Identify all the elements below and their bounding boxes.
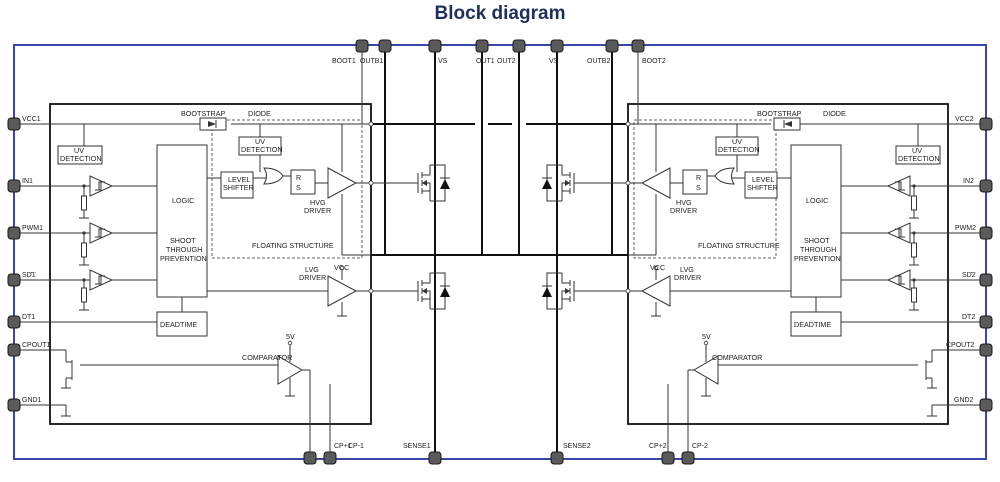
comparator-label-left: COMPARATOR xyxy=(242,353,292,362)
floating-structure-label-right: FLOATING STRUCTURE xyxy=(698,241,780,250)
pin-label-sd2: SD2 xyxy=(962,272,976,279)
pin-label-cp-plus2: CP+2 xyxy=(649,443,667,450)
right-low-side-mosfet xyxy=(541,272,593,310)
left-high-side-mosfet xyxy=(399,164,451,202)
prevention-label-right: PREVENTION xyxy=(794,254,841,263)
left-pin-labels: VCC1 IN1 PWM1 SD1 DT1 CPOUT1 GND1 xyxy=(22,116,51,404)
package-frame xyxy=(13,44,987,460)
r-label-left: R xyxy=(296,173,301,182)
pin-label-outb1: OUTB1 xyxy=(360,58,383,65)
prevention-label-left: PREVENTION xyxy=(160,254,207,263)
pin-label-dt2: DT2 xyxy=(962,314,975,321)
pin-label-cp-plus1: CP+1 xyxy=(334,443,352,450)
detection-float-label-right: DETECTION xyxy=(718,145,760,154)
five-v-label-left: 5V xyxy=(286,332,295,341)
right-high-side-mosfet xyxy=(541,164,593,202)
pin-label-cp-minus2: CP-2 xyxy=(692,443,708,450)
shoot-label-left: SHOOT xyxy=(170,236,196,245)
pin-label-cpout1: CPOUT1 xyxy=(22,342,51,349)
comparator-label-right: COMPARATOR xyxy=(712,353,762,362)
pin-label-pwm1: PWM1 xyxy=(22,225,43,232)
pin-label-dt1: DT1 xyxy=(22,314,35,321)
left-floating-structure xyxy=(211,119,363,259)
pin-label-vs-left: VS xyxy=(438,58,448,65)
pin-label-out1: OUT1 xyxy=(476,58,495,65)
s-label-left: S xyxy=(296,183,301,192)
pin-label-cpout2: CPOUT2 xyxy=(946,342,975,349)
deadtime-label-right: DEADTIME xyxy=(794,320,831,329)
s-label-right: S xyxy=(696,183,701,192)
lvg-label-right: LVG xyxy=(680,265,694,274)
lvg-driver-label-left: DRIVER xyxy=(299,273,326,282)
detection-label-right: DETECTION xyxy=(898,154,940,163)
vcc-label-left: VCC xyxy=(334,263,349,272)
shifter-label-right: SHIFTER xyxy=(747,183,778,192)
vcc-label-right: VCC xyxy=(650,263,665,272)
shifter-label-left: SHIFTER xyxy=(223,183,254,192)
left-channel xyxy=(14,104,374,459)
logic-label-left: LOGIC xyxy=(172,196,194,205)
pin-label-pwm2: PWM2 xyxy=(955,225,976,232)
left-die xyxy=(49,103,372,425)
right-pin-labels: VCC2 IN2 PWM2 SD2 DT2 CPOUT2 GND2 xyxy=(946,116,976,404)
pin-label-gnd1: GND1 xyxy=(22,397,42,404)
hvg-driver-label-left: DRIVER xyxy=(304,206,331,215)
pin-label-in1: IN1 xyxy=(22,178,33,185)
pin-label-sense1: SENSE1 xyxy=(403,443,431,450)
lvg-driver-label-right: DRIVER xyxy=(674,273,701,282)
level-label-left: LEVEL xyxy=(228,175,250,184)
diagram-title: Block diagram xyxy=(434,3,566,24)
bootstrap-label-left: BOOTSTRAP xyxy=(181,109,226,118)
bootstrap-label-right: BOOTSTRAP xyxy=(757,109,802,118)
diode-label-left: DIODE xyxy=(248,109,271,118)
pin-label-cp-minus1: CP-1 xyxy=(348,443,364,450)
detection-label-left: DETECTION xyxy=(60,154,102,163)
pin-label-sd1: SD1 xyxy=(22,272,36,279)
detection-float-label-left: DETECTION xyxy=(241,145,283,154)
left-block-labels: BOOTSTRAP DIODE UV DETECTION UV DETECTIO… xyxy=(60,109,349,362)
right-channel xyxy=(625,104,986,459)
pin-label-out2: OUT2 xyxy=(497,58,516,65)
pin-label-outb2: OUTB2 xyxy=(587,58,610,65)
uv-label-right: UV xyxy=(912,146,922,155)
pin-label-gnd2: GND2 xyxy=(954,397,974,404)
pin-label-vcc2: VCC2 xyxy=(955,116,974,123)
floating-structure-label-left: FLOATING STRUCTURE xyxy=(252,241,334,250)
uv-float-label-right: UV xyxy=(732,137,742,146)
bottom-pin-labels: CP+1 CP-1 SENSE1 SENSE2 CP+2 CP-2 xyxy=(334,443,708,450)
pin-label-boot1: BOOT1 xyxy=(332,58,356,65)
pin-label-in2: IN2 xyxy=(963,178,974,185)
hvg-label-right: HVG xyxy=(676,198,692,207)
right-die xyxy=(627,103,949,425)
r-label-right: R xyxy=(696,173,701,182)
uv-float-label-left: UV xyxy=(255,137,265,146)
through-label-right: THROUGH xyxy=(800,245,836,254)
hvg-label-left: HVG xyxy=(310,198,326,207)
hvg-driver-label-right: DRIVER xyxy=(670,206,697,215)
five-v-label-right: 5V xyxy=(702,332,711,341)
left-low-side-mosfet xyxy=(399,272,451,310)
pin-label-boot2: BOOT2 xyxy=(642,58,666,65)
diode-label-right: DIODE xyxy=(823,109,846,118)
pin-label-vcc1: VCC1 xyxy=(22,116,41,123)
level-label-right: LEVEL xyxy=(752,175,774,184)
right-block-labels: BOOTSTRAP DIODE UV DETECTION UV DETECTIO… xyxy=(650,109,940,362)
top-pin-labels: BOOT1 OUTB1 VS OUT1 OUT2 VS OUTB2 BOOT2 xyxy=(332,58,666,65)
pin-label-sense2: SENSE2 xyxy=(563,443,591,450)
through-label-left: THROUGH xyxy=(166,245,202,254)
pin-label-vs-right: VS xyxy=(549,58,559,65)
shoot-label-right: SHOOT xyxy=(804,236,830,245)
power-stage-wiring xyxy=(361,50,639,455)
uv-label-left: UV xyxy=(74,146,84,155)
deadtime-label-left: DEADTIME xyxy=(160,320,197,329)
logic-label-right: LOGIC xyxy=(806,196,828,205)
lvg-label-left: LVG xyxy=(305,265,319,274)
